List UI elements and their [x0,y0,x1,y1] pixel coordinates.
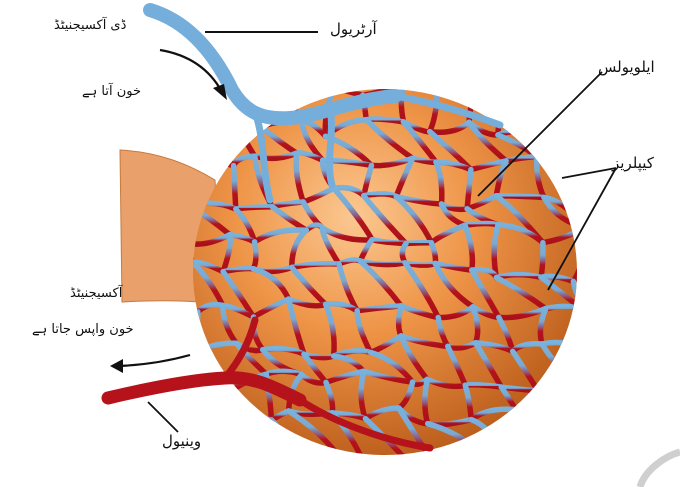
venule-label: وینیول [162,432,201,450]
capillary-segment [541,243,543,278]
capillary-segment [476,82,508,90]
capillary-segment [540,408,575,412]
venule-leader-line [148,402,178,432]
oxygenated-arrow [120,355,190,366]
corner-arc [640,452,680,487]
capillary-segment [465,223,498,225]
arteriole-label: آرٹریول [330,20,377,38]
capillary-segment [406,80,437,84]
capillaries-label: کیپلریز [612,154,654,172]
capillary-segment [185,90,193,124]
capillary-segment [225,393,229,417]
capillary-segment [534,79,536,134]
capillary-segment [568,154,582,210]
capillary-segment [467,170,471,209]
capillary-segment [195,160,233,166]
capillary-segment [289,87,335,97]
capillary-segment [576,120,582,154]
oxygenated-label-line1: آکسیجنیٹڈ [70,286,122,301]
capillary-segment [465,385,501,387]
capillary-segment [538,380,579,391]
capillary-segment [236,445,264,451]
capillary-segment [501,387,538,391]
capillary-segment [294,449,337,455]
alveolus-label: ایلویولس [598,58,655,76]
capillary-segment [185,117,238,124]
capillary-segment [411,462,435,465]
capillary-segment [498,449,534,460]
capillary-segment [534,460,579,465]
capillary-segment [516,410,534,460]
capillary-segment [573,282,586,313]
capillary-segment [225,417,264,451]
capillary-segment [253,242,256,269]
capillary-segment [362,458,411,465]
capillary-segment [579,350,585,379]
capillary-segment [225,417,272,420]
capillary-segment [536,134,582,154]
capillary-segment [540,412,579,465]
capillary-segment [509,79,536,89]
capillary-segment [223,269,253,272]
capillary-segment [437,82,476,86]
capillary-segment [264,449,295,450]
capillary-segment [338,454,362,458]
capillary-segment [435,453,479,465]
capillary-segment [236,207,272,209]
deoxygenated-label-line2: خون آتا ہے [82,84,141,99]
capillary-segment [576,99,586,120]
capillary-segment [425,379,428,423]
capillary-segment [585,313,589,351]
capillary-segment [537,154,582,157]
oxygenated-label-line2: خون واپس جاتا ہے [32,322,134,337]
capillary-segment [406,243,431,244]
capillary-segment [496,275,541,278]
capillary-segment [516,409,540,412]
capillary-segment [234,166,236,210]
capillary-segment [364,194,397,197]
capillary-segment [262,89,289,97]
capillary-segment [200,410,224,416]
capillary-segment [185,124,234,165]
capillary-segment [496,196,544,198]
capillary-segment [192,312,198,356]
capillary-segment [538,391,541,413]
capillary-segment [498,131,536,135]
capillary-segment [575,380,580,409]
capillary-segment [399,306,401,336]
capillary-segment [575,408,579,465]
capillary-segment [479,449,498,455]
oxygenated-arrowhead [110,359,123,373]
capillary-segment [266,371,301,374]
capillary-segment [200,411,235,444]
deoxygenated-label-line1: ڈی آکسیجنیٹڈ [54,18,126,33]
